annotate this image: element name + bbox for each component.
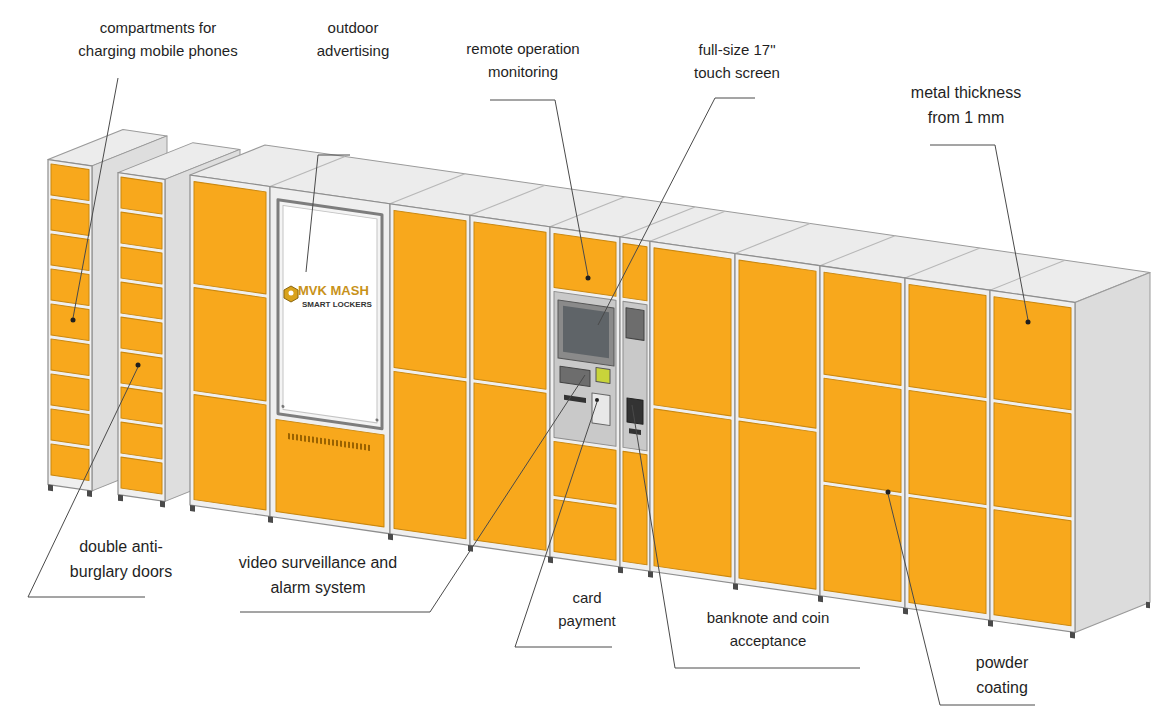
callout-label: metal thickness from 1 mm [905, 81, 1027, 131]
callout-label: outdoor advertising [306, 16, 401, 63]
callout-label: powder coating [962, 651, 1042, 701]
callout-label: full-size 17" touch screen [681, 38, 793, 85]
callout-label: double anti-burglary doors [62, 535, 180, 585]
logo-text: MVK MASH [298, 283, 382, 299]
logo-subtext: SMART LOCKERS [302, 300, 382, 310]
callout-label: compartments for charging mobile phones [74, 16, 242, 63]
callout-label: remote operation monitoring [453, 37, 593, 84]
callout-label: banknote and coin acceptance [692, 606, 844, 653]
callout-label: video surveillance and alarm system [226, 551, 410, 601]
callout-label: card payment [553, 586, 621, 633]
